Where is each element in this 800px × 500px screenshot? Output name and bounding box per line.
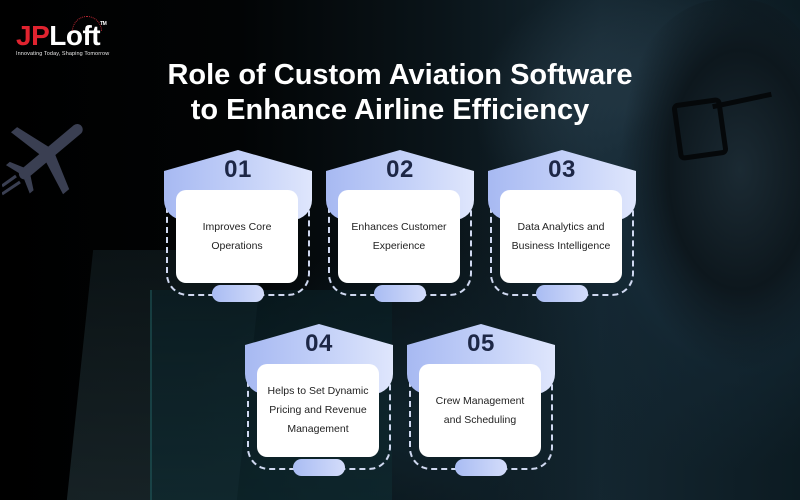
- logo-red-part: JP: [16, 20, 50, 51]
- card-03: 03 Data Analytics and Business Intellige…: [488, 150, 636, 306]
- card-number: 03: [548, 156, 576, 183]
- title-line-2: to Enhance Airline Efficiency: [190, 94, 590, 126]
- card-number: 05: [467, 330, 495, 357]
- page-title: Role of Custom Aviation Software to Enha…: [0, 58, 800, 128]
- background-person: [590, 0, 800, 500]
- card-number: 04: [305, 330, 333, 357]
- card-02: 02 Enhances Customer Experience: [326, 150, 474, 306]
- card-label: Data Analytics and Business Intelligence: [511, 220, 611, 252]
- card-body: Enhances Customer Experience: [338, 190, 460, 283]
- card-label: Improves Core Operations: [202, 220, 272, 252]
- card-number: 02: [386, 156, 414, 183]
- card-body: Crew Management and Scheduling: [419, 364, 541, 457]
- card-pill: [293, 459, 345, 476]
- logo-globe-arc: [72, 16, 102, 31]
- card-pill: [212, 285, 264, 302]
- card-body: Helps to Set Dynamic Pricing and Revenue…: [257, 364, 379, 457]
- card-body: Improves Core Operations: [176, 190, 298, 283]
- card-label: Enhances Customer Experience: [351, 220, 447, 252]
- card-pill: [536, 285, 588, 302]
- jploft-logo: JPLoftTM Innovating Today, Shaping Tomor…: [16, 16, 110, 57]
- card-number: 01: [224, 156, 252, 183]
- card-pill: [374, 285, 426, 302]
- card-05: 05 Crew Management and Scheduling: [407, 324, 555, 480]
- title-line-1: Role of Custom Aviation Software: [167, 59, 633, 91]
- card-04: 04 Helps to Set Dynamic Pricing and Reve…: [245, 324, 393, 480]
- card-label: Helps to Set Dynamic Pricing and Revenue…: [267, 385, 369, 435]
- card-01: 01 Improves Core Operations: [164, 150, 312, 306]
- logo-tagline: Innovating Today, Shaping Tomorrow: [16, 51, 110, 57]
- card-pill: [455, 459, 507, 476]
- logo-trademark: TM: [100, 21, 107, 27]
- card-label: Crew Management and Scheduling: [435, 394, 525, 426]
- airplane-icon: [2, 123, 83, 196]
- card-body: Data Analytics and Business Intelligence: [500, 190, 622, 283]
